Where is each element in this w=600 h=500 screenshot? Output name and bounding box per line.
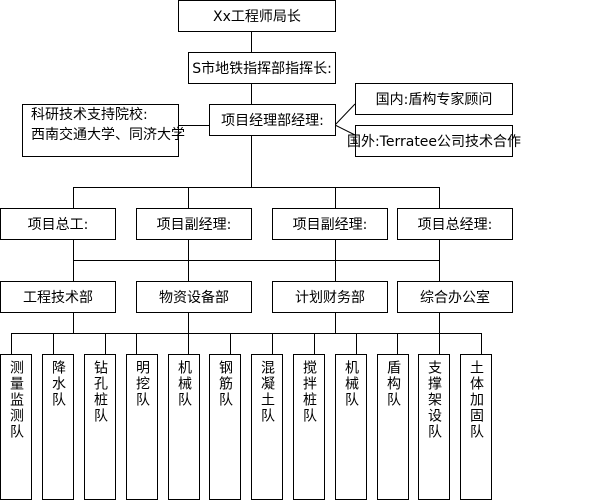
department-label: 工程技术部 (23, 290, 93, 306)
commander-box: S市地铁指挥部指挥长: (188, 52, 336, 84)
department-box-office: 综合办公室 (397, 281, 513, 313)
team-box: 测量监测队 (0, 354, 32, 500)
domestic-advisor-box: 国内:盾构专家顾问 (355, 83, 513, 115)
director-label: Xx工程师局长 (213, 9, 301, 25)
team-box: 明挖队 (126, 354, 158, 500)
team-box: 搅拌桩队 (293, 354, 325, 500)
department-label: 综合办公室 (420, 290, 490, 306)
team-box: 钢筋队 (209, 354, 241, 500)
team-box: 土体加固队 (460, 354, 492, 500)
team-label: 机械队 (176, 360, 192, 408)
team-label: 支撑架设队 (426, 360, 442, 440)
team-box: 盾构队 (377, 354, 409, 500)
team-box: 机械队 (168, 354, 200, 500)
team-label: 降水队 (50, 360, 66, 408)
department-box-materials: 物资设备部 (136, 281, 252, 313)
team-label: 土体加固队 (468, 360, 484, 440)
team-label: 机械队 (343, 360, 359, 408)
team-label: 测量监测队 (8, 360, 24, 440)
manager-box-general: 项目总经理: (397, 208, 513, 240)
manager-label: 项目副经理: (156, 217, 232, 233)
team-box: 混凝土队 (251, 354, 283, 500)
research-support-universities: 西南交通大学、同济大学 (31, 127, 185, 143)
team-label: 混凝土队 (259, 360, 275, 424)
department-box-finance: 计划财务部 (272, 281, 388, 313)
department-label: 计划财务部 (295, 290, 365, 306)
director-box: Xx工程师局长 (178, 0, 336, 32)
manager-box-deputy-2: 项目副经理: (272, 208, 388, 240)
project-manager-box: 项目经理部经理: (209, 104, 336, 136)
team-box: 降水队 (42, 354, 74, 500)
team-label: 钢筋队 (217, 360, 233, 408)
manager-label: 项目总工: (27, 217, 89, 233)
domestic-advisor-label: 国内:盾构专家顾问 (375, 92, 493, 108)
manager-label: 项目副经理: (292, 217, 368, 233)
research-support-box: 科研技术支持院校: 西南交通大学、同济大学 (22, 104, 185, 157)
team-box: 钻孔桩队 (84, 354, 116, 500)
manager-box-chief-engineer: 项目总工: (0, 208, 116, 240)
foreign-cooperation-label: 国外:Terratee公司技术合作 (346, 134, 522, 150)
team-box: 支撑架设队 (418, 354, 450, 500)
team-box: 机械队 (335, 354, 367, 500)
department-label: 物资设备部 (159, 290, 229, 306)
department-box-engineering: 工程技术部 (0, 281, 116, 313)
team-label: 钻孔桩队 (92, 360, 108, 424)
project-manager-label: 项目经理部经理: (221, 113, 324, 129)
foreign-cooperation-box: 国外:Terratee公司技术合作 (347, 125, 521, 157)
commander-label: S市地铁指挥部指挥长: (192, 61, 332, 77)
team-label: 搅拌桩队 (301, 360, 317, 424)
research-support-title: 科研技术支持院校: (31, 107, 148, 123)
team-label: 盾构队 (385, 360, 401, 408)
team-label: 明挖队 (134, 360, 150, 408)
manager-label: 项目总经理: (417, 217, 493, 233)
manager-box-deputy-1: 项目副经理: (136, 208, 252, 240)
